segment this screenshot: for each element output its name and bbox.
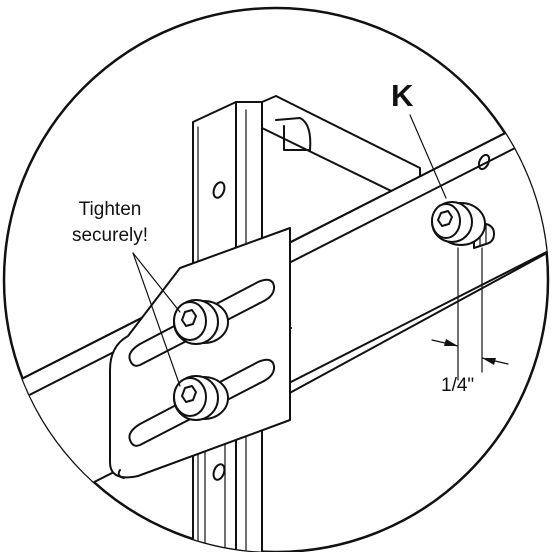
leader-tighten-lower xyxy=(132,252,181,387)
upper-bolt xyxy=(173,299,229,345)
post-hole xyxy=(212,181,226,199)
leader-k xyxy=(409,114,447,199)
lower-bolt xyxy=(173,375,229,421)
bracket-plate xyxy=(109,227,291,479)
instruction-label: Tighten securely! xyxy=(50,197,170,249)
post-hole xyxy=(212,463,226,481)
bolt-k xyxy=(431,201,495,249)
upper-slot xyxy=(128,278,276,367)
instruction-line-2: securely! xyxy=(71,225,149,246)
dimension-label: 1/4" xyxy=(441,375,475,396)
part-label-k: K xyxy=(391,78,414,113)
leader-tighten-upper xyxy=(132,252,181,313)
rail-hole xyxy=(477,153,491,171)
dimension-marker xyxy=(431,247,509,381)
instruction-line-1: Tighten xyxy=(78,199,142,220)
lower-slot xyxy=(128,358,276,447)
leader-lines xyxy=(132,114,447,387)
